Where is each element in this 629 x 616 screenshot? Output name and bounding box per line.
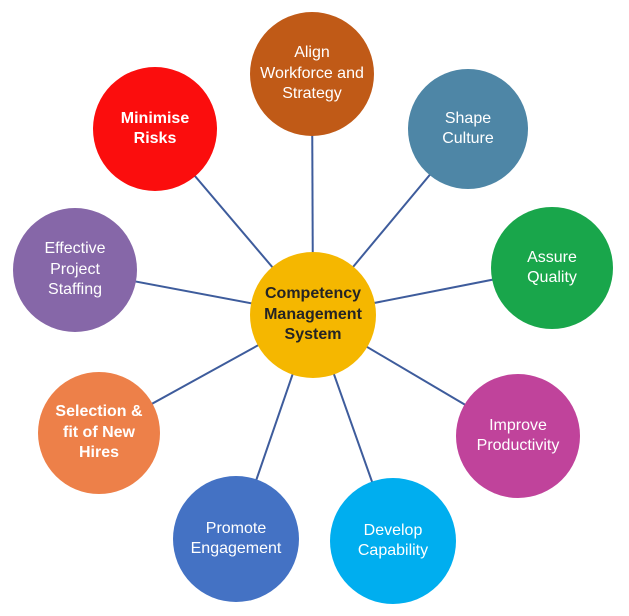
hub-label: Competency Management System — [264, 285, 362, 344]
node-minimise-risks: Minimise Risks — [93, 67, 217, 191]
node-assure-quality: Assure Quality — [491, 207, 613, 329]
node-label-promote-engagement: Promote Engagement — [190, 519, 282, 557]
node-promote-engagement: Promote Engagement — [173, 476, 299, 602]
node-align-workforce-and-strategy: Align Workforce and Strategy — [250, 12, 374, 136]
node-label-align-workforce-and-strategy: Align Workforce and Strategy — [260, 44, 364, 103]
node-label-develop-capability: Develop Capability — [357, 521, 429, 559]
hub-node-competency-management-system: Competency Management System — [250, 252, 376, 378]
node-label-effective-project-staffing: Effective Project Staffing — [44, 240, 106, 299]
node-improve-productivity: Improve Productivity — [456, 374, 580, 498]
node-label-minimise-risks: Minimise Risks — [120, 109, 190, 147]
node-label-selection-fit-of-new-hires: Selection & fit of New Hires — [55, 403, 143, 462]
node-label-assure-quality: Assure Quality — [527, 248, 577, 286]
node-label-shape-culture: Shape Culture — [442, 109, 494, 147]
node-shape-culture: Shape Culture — [408, 69, 528, 189]
node-effective-project-staffing: Effective Project Staffing — [13, 208, 137, 332]
node-label-improve-productivity: Improve Productivity — [476, 416, 560, 454]
node-develop-capability: Develop Capability — [330, 478, 456, 604]
node-selection-fit-of-new-hires: Selection & fit of New Hires — [38, 372, 160, 494]
